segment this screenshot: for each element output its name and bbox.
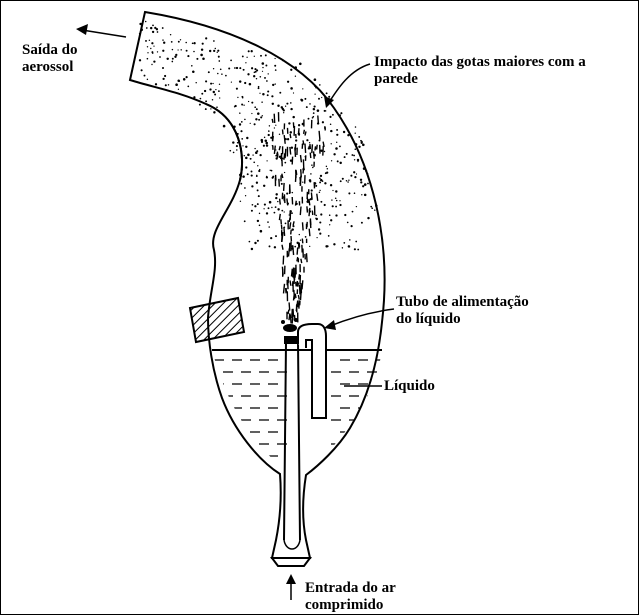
label-aerosol-outlet-line1: Saída do (22, 42, 77, 59)
label-aerosol-outlet-line2: aerossol (22, 59, 77, 76)
label-feed-tube-line1: Tubo de alimentação (396, 294, 529, 311)
outlet-arrowhead (76, 24, 88, 35)
label-liquid: Líquido (384, 378, 435, 395)
label-aerosol-outlet: Saída do aerossol (22, 42, 77, 76)
label-air-inlet-line1: Entrada do ar (305, 580, 396, 597)
label-impact: Impacto das gotas maiores com a parede (374, 54, 586, 88)
air-inlet-arrowhead (286, 574, 296, 584)
label-liquid-text: Líquido (384, 378, 435, 394)
impact-leader (328, 64, 370, 104)
nebulizer-body-outline (130, 12, 385, 558)
label-air-inlet-line2: comprimido (305, 597, 396, 614)
label-feed-tube: Tubo de alimentação do líquido (396, 294, 529, 328)
label-impact-line2: parede (374, 71, 586, 88)
outlet-arrow-line (82, 30, 126, 37)
label-impact-line1: Impacto das gotas maiores com a (374, 54, 586, 71)
label-feed-tube-line2: do líquido (396, 311, 529, 328)
inlet-nozzle (272, 558, 310, 566)
label-air-inlet: Entrada do ar comprimido (305, 580, 396, 614)
